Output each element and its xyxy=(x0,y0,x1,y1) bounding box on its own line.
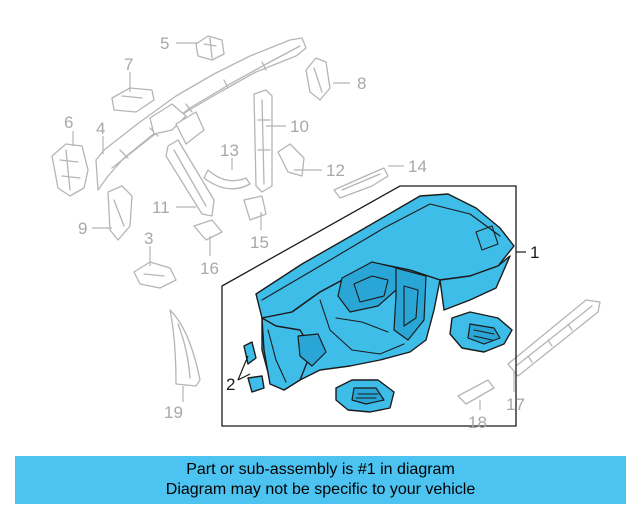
callout-3: 3 xyxy=(144,229,153,248)
part-19-trim xyxy=(169,309,201,387)
callout-15: 15 xyxy=(250,233,269,252)
banner-line-disclaimer: Diagram may not be specific to your vehi… xyxy=(165,481,476,498)
part-17-panel xyxy=(507,299,601,377)
assembly-frame xyxy=(221,185,517,427)
info-banner: Part or sub-assembly is #1 in diagram Di… xyxy=(15,456,626,504)
callout-9: 9 xyxy=(78,219,87,238)
callout-5: 5 xyxy=(160,34,169,53)
part-14-bracket xyxy=(333,167,389,199)
part-11-brace xyxy=(165,139,215,217)
callout-14: 14 xyxy=(408,157,427,176)
part-9-bracket xyxy=(107,185,133,241)
part-4-crossbeam xyxy=(95,37,307,191)
air-vent-center[interactable] xyxy=(335,379,395,413)
part-3-bracket xyxy=(133,261,177,289)
part-16-clip xyxy=(193,219,223,241)
part-2-bracket[interactable] xyxy=(243,341,265,393)
callout-6: 6 xyxy=(64,113,73,132)
callout-12: 12 xyxy=(326,161,345,180)
air-vent-right[interactable] xyxy=(449,311,513,353)
part-8-bracket xyxy=(305,57,331,101)
parts-diagram: 5 7 8 6 4 10 13 12 14 11 9 3 15 16 1 2 1… xyxy=(51,34,601,432)
callout-2: 2 xyxy=(226,375,235,394)
part-18-bracket xyxy=(457,379,495,405)
dash-panel-assembly[interactable] xyxy=(255,193,515,391)
callout-1: 1 xyxy=(530,243,539,262)
part-5-bracket xyxy=(195,35,225,61)
callout-17: 17 xyxy=(506,395,525,414)
callout-11: 11 xyxy=(152,198,170,217)
part-6-bracket xyxy=(51,143,89,197)
callout-8: 8 xyxy=(357,74,366,93)
callout-16: 16 xyxy=(200,259,219,278)
callout-19: 19 xyxy=(164,403,183,422)
part-12-bracket xyxy=(277,143,305,177)
part-13-bracket xyxy=(203,169,251,190)
callout-10: 10 xyxy=(290,117,309,136)
callout-13: 13 xyxy=(220,141,239,160)
callout-7: 7 xyxy=(124,55,133,74)
callout-4: 4 xyxy=(96,119,105,138)
banner-line-assembly: Part or sub-assembly is #1 in diagram xyxy=(186,461,455,478)
part-15-clip xyxy=(243,195,267,221)
callout-18: 18 xyxy=(468,413,487,432)
part-7-bracket xyxy=(111,87,155,113)
part-10-support xyxy=(253,89,273,193)
